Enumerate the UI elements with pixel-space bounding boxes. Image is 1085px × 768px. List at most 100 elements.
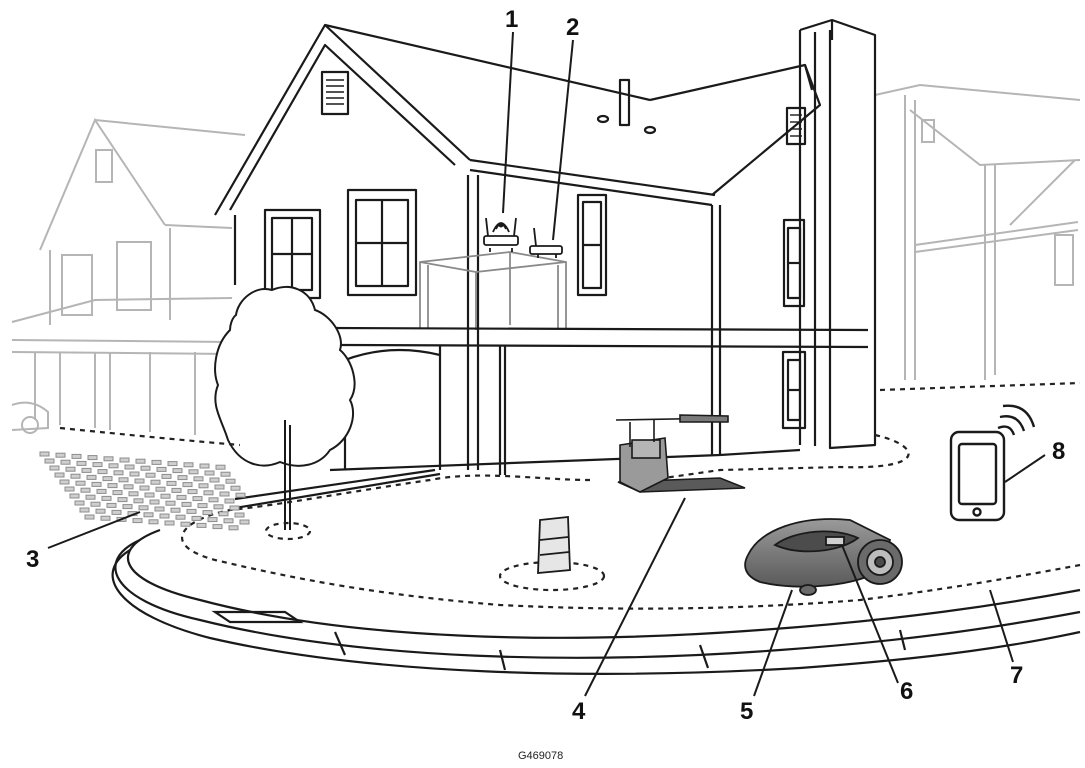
paver-tile <box>235 492 246 498</box>
paver-tile <box>156 466 167 472</box>
router-icon <box>483 217 519 252</box>
paver-tile <box>101 495 112 501</box>
paver-tile <box>202 510 213 516</box>
paver-tile <box>160 493 171 499</box>
paver-tile <box>209 477 220 483</box>
paver-tile <box>159 513 170 519</box>
paver-tile <box>59 479 70 485</box>
curb <box>111 528 1081 675</box>
paver-tile <box>90 501 101 507</box>
paver-tile <box>180 521 191 527</box>
paver-tile <box>81 467 92 473</box>
paver-tile <box>170 507 181 513</box>
paver-tile <box>234 512 245 518</box>
paver-tile <box>75 480 86 486</box>
paver-tile <box>86 474 97 480</box>
paver-tile <box>196 522 207 528</box>
paver-tile <box>224 498 235 504</box>
paver-tile <box>134 478 145 484</box>
paver-tile <box>102 476 113 482</box>
paver-tile <box>214 484 225 490</box>
paver-tile <box>228 525 239 531</box>
paver-tile <box>155 486 166 492</box>
paver-tile <box>119 457 130 463</box>
paver-tile <box>80 487 91 493</box>
paver-tile <box>223 518 234 524</box>
paver-tile <box>128 491 139 497</box>
paver-tile <box>208 497 219 503</box>
paver-tile <box>96 488 107 494</box>
neighbor-house-right <box>874 83 1081 380</box>
paver-tile <box>95 508 106 514</box>
paver-tile <box>108 463 119 469</box>
paver-tile <box>138 505 149 511</box>
leader-lines <box>47 31 1046 697</box>
callout-7: 7 <box>1010 662 1024 689</box>
paver-tile <box>140 465 151 471</box>
paver-tile <box>225 478 236 484</box>
paver-tile <box>65 466 76 472</box>
reference-station-icon <box>529 227 563 258</box>
paver-tile <box>118 477 129 483</box>
callout-5: 5 <box>740 698 754 725</box>
paver-tile <box>186 508 197 514</box>
paver-tile <box>161 473 172 479</box>
paver-tile <box>154 506 165 512</box>
paver-tile <box>192 496 203 502</box>
tree <box>214 285 356 530</box>
paver-tile <box>85 494 96 500</box>
paver-tile <box>133 498 144 504</box>
paver-tile <box>55 452 66 458</box>
robotic-mower <box>744 518 903 596</box>
paver-tile <box>239 519 250 525</box>
paver-tile <box>117 497 128 503</box>
paver-tile <box>191 515 202 521</box>
callout-1: 1 <box>505 6 519 33</box>
paver-tile <box>143 512 154 518</box>
paver-tile <box>150 479 161 485</box>
paver-tile <box>218 511 229 517</box>
paver-tile <box>203 490 214 496</box>
smartphone-icon <box>949 404 1036 522</box>
paver-tile <box>183 462 194 468</box>
paver-tile <box>197 503 208 509</box>
paver-tile <box>213 504 224 510</box>
paver-tile <box>129 471 140 477</box>
paver-tile <box>172 468 183 474</box>
paver-tile <box>229 505 240 511</box>
paver-tile <box>212 524 223 530</box>
paver-tile <box>60 459 71 465</box>
paver-tile <box>230 485 241 491</box>
charging-station <box>615 414 746 493</box>
paver-tile <box>165 500 176 506</box>
paver-tile <box>167 461 178 467</box>
paver-tile <box>187 489 198 495</box>
paver-tile <box>39 451 50 457</box>
paver-tile <box>182 482 193 488</box>
paver-tile <box>219 491 230 497</box>
paver-tile <box>144 492 155 498</box>
paver-tile <box>198 483 209 489</box>
boundary-wire <box>59 381 1081 610</box>
paver-tile <box>166 480 177 486</box>
paver-tile <box>215 464 226 470</box>
callout-6: 6 <box>900 678 914 705</box>
paver-tile <box>100 515 111 521</box>
paver-tile <box>151 459 162 465</box>
paver-tile <box>175 514 186 520</box>
paver-tile <box>123 484 134 490</box>
paver-tile <box>84 514 95 520</box>
paver-tile <box>193 476 204 482</box>
paver-tile <box>69 493 80 499</box>
paver-tile <box>139 485 150 491</box>
paver-tile <box>107 483 118 489</box>
paver-tile <box>87 455 98 461</box>
paver-tile <box>44 458 55 464</box>
paver-tile <box>70 473 81 479</box>
callout-3: 3 <box>26 546 40 573</box>
paver-tile <box>177 475 188 481</box>
paver-tile <box>76 460 87 466</box>
paver-tile <box>207 517 218 523</box>
paver-tile <box>199 463 210 469</box>
paver-tile <box>79 507 90 513</box>
